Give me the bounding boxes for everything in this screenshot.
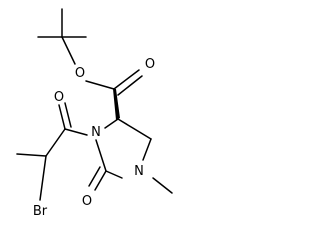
bond-ester-carbonyl-double-a <box>113 69 140 90</box>
bond-acyl-alpha <box>45 128 66 157</box>
imidazolidinone-ring <box>95 118 152 179</box>
bond-ester-oxygen-carbonyl <box>85 80 115 90</box>
ring-nitrogen-3-label: N <box>91 125 101 140</box>
bond-ring-n1-c2 <box>105 170 123 179</box>
urea-oxygen-label: O <box>82 194 92 209</box>
chemical-structure: O O N N O O Br <box>16 8 173 219</box>
bond-ring-c5-n1 <box>142 138 152 161</box>
ester-carbonyl-oxygen-label: O <box>145 57 155 72</box>
bond-ring-n3-c4 <box>104 118 119 129</box>
bond-ring-c2-n3 <box>95 139 107 172</box>
bond-n3-acyl-carbon <box>64 128 88 136</box>
bond-urea-double-a <box>94 170 107 191</box>
ester-oxygen-label: O <box>75 66 85 81</box>
bromine-label: Br <box>33 204 48 219</box>
bond-alpha-bromine <box>39 155 47 201</box>
bond-tbu-quaternary-oxygen <box>61 36 76 65</box>
bond-n-methyl <box>152 177 173 194</box>
ester-group <box>85 69 143 120</box>
bond-urea-double-b <box>88 166 101 187</box>
acyl-oxygen-label: O <box>54 90 64 105</box>
bond-acyl-double-b <box>64 102 72 128</box>
tert-butyl-group <box>37 8 87 65</box>
ring-nitrogen-1-label: N <box>134 164 144 179</box>
bond-alpha-methyl <box>16 153 47 157</box>
stereo-wedge-bond <box>113 89 120 120</box>
bromopropanoyl-group <box>16 102 88 201</box>
bond-acyl-double-a <box>58 104 66 130</box>
bond-ring-c4-c5 <box>117 118 152 140</box>
bond-ester-carbonyl-double-b <box>117 75 143 96</box>
urea-carbonyl <box>88 166 107 191</box>
